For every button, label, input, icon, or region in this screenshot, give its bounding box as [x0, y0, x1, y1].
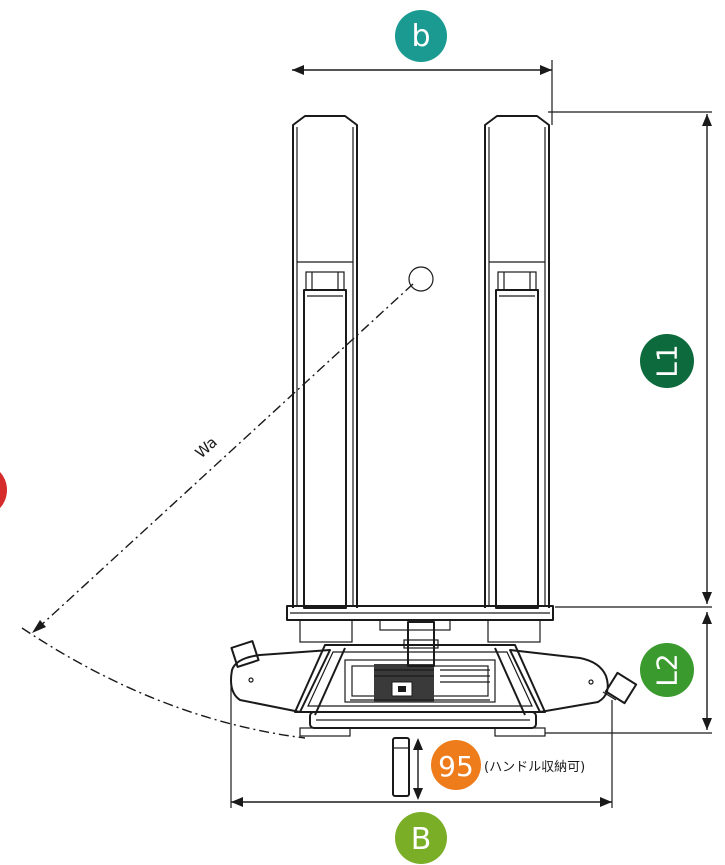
badge-l2: L2	[640, 643, 694, 697]
turning-radius-wa: Wa	[21, 266, 434, 739]
badge-l1: L1	[640, 334, 694, 388]
badge-b: b	[395, 10, 447, 62]
dimension-b	[292, 60, 553, 125]
chassis	[230, 621, 638, 737]
left-mast	[292, 115, 358, 609]
badge-B-circle	[395, 812, 447, 864]
dimension-l2	[545, 612, 712, 734]
badge-l2-label: L2	[651, 653, 684, 686]
handle	[392, 737, 410, 797]
badge-B: B	[395, 812, 447, 864]
right-mast	[484, 115, 550, 609]
badge-b-label: b	[411, 19, 430, 54]
dimension-B	[230, 682, 613, 808]
handle-storage-note: (ハンドル収納可)	[484, 760, 585, 775]
badge-95-circle	[431, 740, 481, 790]
dimension-l1	[548, 111, 712, 608]
badge-B-label: B	[411, 822, 432, 857]
badge-95-label: 95	[438, 750, 474, 783]
crossbar	[286, 605, 554, 643]
badge-l1-label: L1	[651, 344, 684, 377]
badge-l1-circle	[640, 334, 694, 388]
badge-b-circle	[395, 10, 447, 62]
wa-label: Wa	[192, 433, 221, 462]
badge-95: 95	[431, 740, 481, 790]
red-badge-partial	[0, 471, 7, 509]
dimension-95	[413, 738, 423, 800]
badge-l2-circle	[640, 643, 694, 697]
